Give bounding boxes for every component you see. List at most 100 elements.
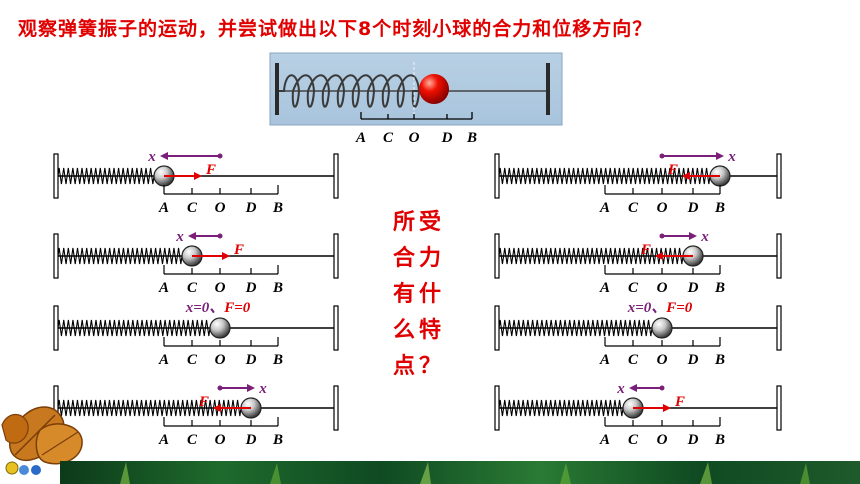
displacement-arrow-head [689,232,697,240]
force-label: F [198,394,209,410]
equilibrium-label: x=0、F=0 [185,300,251,316]
scale-label-A: A [599,352,610,368]
ball [651,317,673,339]
wall-right [776,153,782,199]
scale-label-C: C [187,200,198,216]
scale-label-C: C [187,352,198,368]
scale-label-A: A [599,432,610,448]
scale-label-C: C [187,280,198,296]
scale-label-O: O [215,200,226,216]
wall-right [776,305,782,351]
top-scale-label-A: A [355,130,366,146]
displacement-label: x [175,229,184,245]
displacement-arrow-head [629,384,637,392]
scale-label-B: B [714,432,725,448]
wall-left [53,233,59,279]
force-label: F [667,162,678,178]
scale-label-D: D [245,432,257,448]
wall-right [333,233,339,279]
scale-label-C: C [628,280,639,296]
wall-right [776,233,782,279]
displacement-arrow-head [160,152,168,160]
force-label: F [640,242,651,258]
top-apparatus [269,52,563,126]
grass-highlights [120,462,810,484]
wall-left [494,233,500,279]
wall-right [333,153,339,199]
displacement-arrow-head [247,384,255,392]
scale-label-B: B [272,200,283,216]
force-arrow-head [682,172,690,180]
scale-label-C: C [628,200,639,216]
scale-label-B: B [714,200,725,216]
top-scale-label-B: B [466,130,477,146]
spring [57,167,155,185]
leaf-decoration [1,406,83,475]
scale-label-D: D [687,200,699,216]
scale-label-B: B [714,352,725,368]
question-text: 所受合力有什么特点？ [393,210,446,379]
wall-left [494,153,500,199]
equilibrium-x: x=0、 [627,300,667,316]
force-label: F [674,394,685,410]
equilibrium-label: x=0、F=0 [627,300,693,316]
displacement-arrow-head [716,152,724,160]
displacement-label: x [727,149,736,165]
wall-right [333,385,339,431]
wall-right [776,385,782,431]
spring [498,247,684,265]
apparatus-background [269,52,563,126]
apparatus-spring [279,74,421,108]
scale-label-A: A [599,200,610,216]
force-arrow-head [655,252,663,260]
scale-label-A: A [158,432,169,448]
top-scale-label-C: C [383,130,394,146]
equilibrium-f: F=0 [223,300,251,316]
scale-label-B: B [714,280,725,296]
scale-label-C: C [628,432,639,448]
spring [498,399,624,417]
ball [209,317,231,339]
wall-left [494,385,500,431]
force-arrow-head [222,252,230,260]
scale-label-A: A [599,280,610,296]
force-arrow-head [663,404,671,412]
scale-label-A: A [158,352,169,368]
wall-left [494,305,500,351]
wall-right [333,305,339,351]
scale-label-D: D [245,352,257,368]
wall-left [53,305,59,351]
apparatus-wall-right [546,63,550,115]
page-title: 观察弹簧振子的运动，并尝试做出以下8个时刻小球的合力和位移方向？ [18,18,653,40]
spring [57,247,183,265]
top-scale-label-O: O [409,130,420,146]
scale-label-O: O [215,352,226,368]
top-scale-label-D: D [441,130,453,146]
apparatus-ball [419,74,449,104]
scale-label-B: B [272,432,283,448]
grass-strip [60,461,860,484]
scale-label-O: O [657,352,668,368]
displacement-label: x [258,381,267,397]
apparatus-wall-left [275,63,279,115]
scale-label-B: B [272,280,283,296]
force-arrow-head [194,172,202,180]
scale-label-D: D [687,432,699,448]
scale-label-D: D [687,352,699,368]
scale-label-B: B [272,352,283,368]
scale-label-C: C [187,432,198,448]
spring [498,319,653,337]
force-arrow-head [213,404,221,412]
scale-label-O: O [657,280,668,296]
scale-label-D: D [245,200,257,216]
scale-label-D: D [687,280,699,296]
equilibrium-f: F=0 [665,300,693,316]
